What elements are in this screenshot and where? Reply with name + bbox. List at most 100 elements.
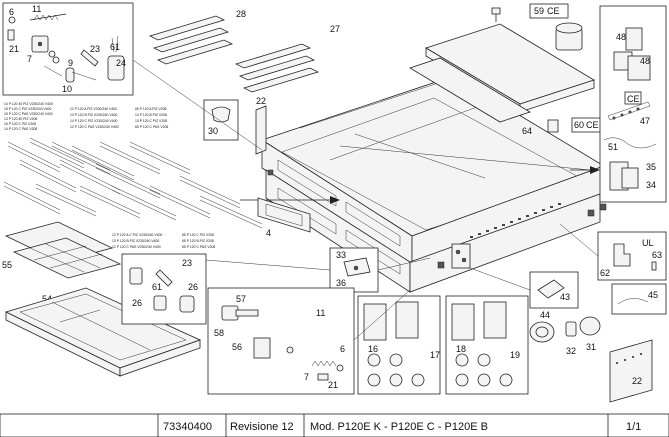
element-table-5: 65 P 120 C PIZ V208 65 P 120 B PIZ V208 … <box>182 233 215 249</box>
table-row: 14 P 120 40 PIZ V230/240 V400 <box>4 102 53 106</box>
callout-ul: UL <box>642 238 654 248</box>
table-row: 13 P 120 B PIZ V230/240 V400 <box>112 239 159 243</box>
knob-part-30: 30 <box>203 99 239 141</box>
table-row: 12 P 120 C PAS V230/240 V400 <box>70 125 119 129</box>
table-row: 14 P 120 C PAS V208 <box>4 127 37 131</box>
table-row: 12 P 120 A PIZ V230/240 V400 <box>70 107 117 111</box>
callout-23-b: 23 <box>182 258 192 268</box>
callout-64: 64 <box>522 126 532 136</box>
model-label: Mod. P120E K - P120E C - P120E B <box>310 421 488 433</box>
callout-47: 47 <box>640 116 650 126</box>
inset-right-electrical: 48 48 CE 47 51 35 34 <box>599 5 667 203</box>
element-table-1: 14 P 120 40 PIZ V230/240 V400 15 P 120 C… <box>4 102 53 131</box>
callout-6: 6 <box>9 7 14 17</box>
table-row: 13 P 120 C PIZ V208 <box>135 119 167 123</box>
table-row: 16 P 120 C PIZ V208 <box>4 122 36 126</box>
lamp-holder-part <box>80 49 99 67</box>
element-table-2: 12 P 120 A PIZ V230/240 V400 13 P 120 B … <box>70 107 119 129</box>
callout-11-b: 11 <box>316 308 325 318</box>
spring-part <box>33 14 59 21</box>
leader-lines <box>132 59 599 341</box>
callout-60: 60 <box>574 120 584 130</box>
callout-61-b: 61 <box>152 282 162 292</box>
control-panel-inset-a: 16 17 <box>357 295 441 395</box>
callout-7: 7 <box>27 54 32 64</box>
trim-part-28: 28 <box>148 9 246 65</box>
table-row: 13 P 120 40 PIZ V208 <box>4 117 37 121</box>
callout-57: 57 <box>236 294 246 304</box>
callout-4: 4 <box>266 228 271 238</box>
element-table-4: 12 P 120 A C PIZ V230/240 V400 13 P 120 … <box>112 233 162 249</box>
callout-7-b: 7 <box>304 372 309 382</box>
trim-part-27: 27 <box>234 24 340 93</box>
callout-19: 19 <box>510 350 520 360</box>
callout-59: 59 <box>534 6 544 16</box>
table-row: 14 P 120 C PIZ V230/240 V400 <box>70 119 118 123</box>
element-table-3: 65 P 120 A PIZ V208 14 P 120 B PIZ V208 … <box>135 107 168 129</box>
washer-part <box>7 29 15 41</box>
callout-45: 45 <box>648 290 658 300</box>
table-row: 65 P 120 C PAS V208 <box>182 245 215 249</box>
control-panel-inset-b: 18 19 <box>445 295 529 395</box>
callout-30: 30 <box>208 126 218 136</box>
callout-56: 56 <box>232 342 242 352</box>
table-row: 65 P 120 A PIZ V208 <box>135 107 167 111</box>
callout-34: 34 <box>646 180 656 190</box>
top-cover <box>409 7 595 123</box>
callout-23: 23 <box>90 44 100 54</box>
callout-44: 44 <box>540 310 550 320</box>
knob-parts-44-32-31: 44 32 31 <box>529 310 601 356</box>
drawing-code: 73340400 <box>163 421 212 433</box>
inset-thermostat: 33 36 <box>329 247 379 293</box>
callout-9: 9 <box>68 58 73 68</box>
callout-63: 63 <box>652 250 662 260</box>
inset-ul: UL 62 63 <box>597 231 667 281</box>
table-row: 12 P 120 A C PIZ V230/240 V400 <box>112 233 162 237</box>
callout-60-ce: CE <box>586 120 599 130</box>
callout-16: 16 <box>368 344 378 354</box>
callout-10: 10 <box>62 84 72 94</box>
callout-48-b: 48 <box>640 56 650 66</box>
callout-59-ce: CE <box>547 6 560 16</box>
table-row: 65 P 120 C PAS V208 <box>135 125 168 129</box>
bottom-tray <box>4 287 202 377</box>
table-row: 12 P 120 C PAS V230/240 V400 <box>112 245 161 249</box>
callout-31: 31 <box>586 342 596 352</box>
switch-part-60: 60 CE <box>547 117 603 133</box>
panel-part-22: 22 <box>609 339 653 403</box>
probe-part-45: 45 <box>611 283 667 315</box>
table-row: 15 P 120 C PAS V230/240 V400 <box>4 112 53 116</box>
callout-61: 61 <box>110 42 120 52</box>
callout-22-bottom: 22 <box>632 376 642 386</box>
callout-35: 35 <box>646 162 656 172</box>
inset-top-left: 6 11 21 7 9 10 23 61 24 <box>2 2 134 96</box>
callout-58: 58 <box>214 328 224 338</box>
callout-11: 11 <box>32 4 41 14</box>
callout-21-b: 21 <box>328 380 338 390</box>
table-row: 65 P 120 B PIZ V208 <box>182 239 214 243</box>
side-panel-22 <box>255 105 267 155</box>
fan-part-59: 59 CE <box>529 3 583 51</box>
grid-plate-54: 54 <box>12 237 122 304</box>
table-row: 15 P 120 C PIZ V230/240 V400 <box>4 107 52 111</box>
callout-48-a: 48 <box>616 32 626 42</box>
callout-26-b: 26 <box>188 282 198 292</box>
callout-43: 43 <box>560 292 570 302</box>
bracket-part-43: 43 <box>529 271 579 309</box>
callout-62: 62 <box>600 268 610 278</box>
callout-36: 36 <box>336 278 346 288</box>
screw-part <box>8 16 16 24</box>
callout-26-a: 26 <box>132 298 142 308</box>
callout-22-top: 22 <box>256 96 266 106</box>
inset-bottom-assembly: 57 58 56 11 6 7 21 <box>207 287 355 395</box>
callout-28: 28 <box>236 9 246 19</box>
callout-55: 55 <box>2 260 12 270</box>
callout-17: 17 <box>430 350 440 360</box>
sheet-number: 1/1 <box>626 421 641 433</box>
callout-33: 33 <box>336 250 346 260</box>
heating-elements <box>3 137 263 229</box>
callout-47-ce: CE <box>627 94 640 104</box>
table-row: 65 P 120 C PIZ V208 <box>182 233 214 237</box>
callout-18: 18 <box>456 344 466 354</box>
